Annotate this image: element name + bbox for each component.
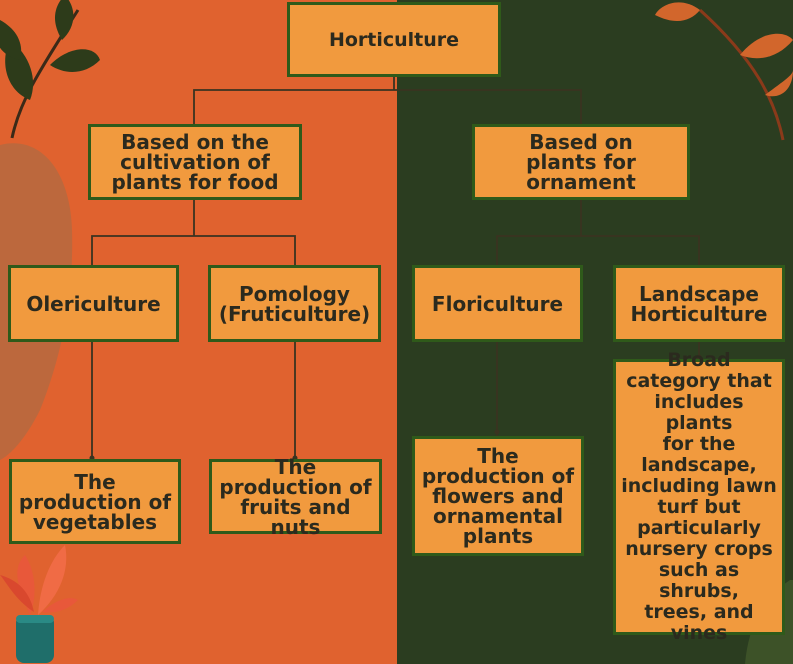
branch-node-ornament: Based on plants for ornament xyxy=(472,124,690,200)
category-node-landscape-horticulture: Landscape Horticulture xyxy=(613,265,785,342)
leaf-branch-top-right-icon xyxy=(655,2,793,141)
leaf-branch-top-left-icon xyxy=(0,0,100,139)
root-node-horticulture: Horticulture xyxy=(287,2,501,77)
description-node-olericulture: The production of vegetables xyxy=(9,459,181,544)
description-node-floriculture: The production of flowers and ornamental… xyxy=(412,436,584,556)
category-node-olericulture: Olericulture xyxy=(8,265,179,342)
connector-root-to-branches xyxy=(193,75,582,128)
branch-node-food: Based on the cultivation of plants for f… xyxy=(88,124,302,200)
connector-food-branch-children xyxy=(91,198,296,268)
description-node-landscape-horticulture: Broad category that includes plants for … xyxy=(613,350,785,644)
connector-ornament-branch-children xyxy=(496,198,700,268)
description-node-pomology: The production of fruits and nuts xyxy=(209,457,382,537)
category-node-floriculture: Floriculture xyxy=(412,265,583,342)
category-node-pomology: Pomology (Fruticulture) xyxy=(208,265,381,342)
potted-plant-bottom-left-icon xyxy=(0,545,78,663)
